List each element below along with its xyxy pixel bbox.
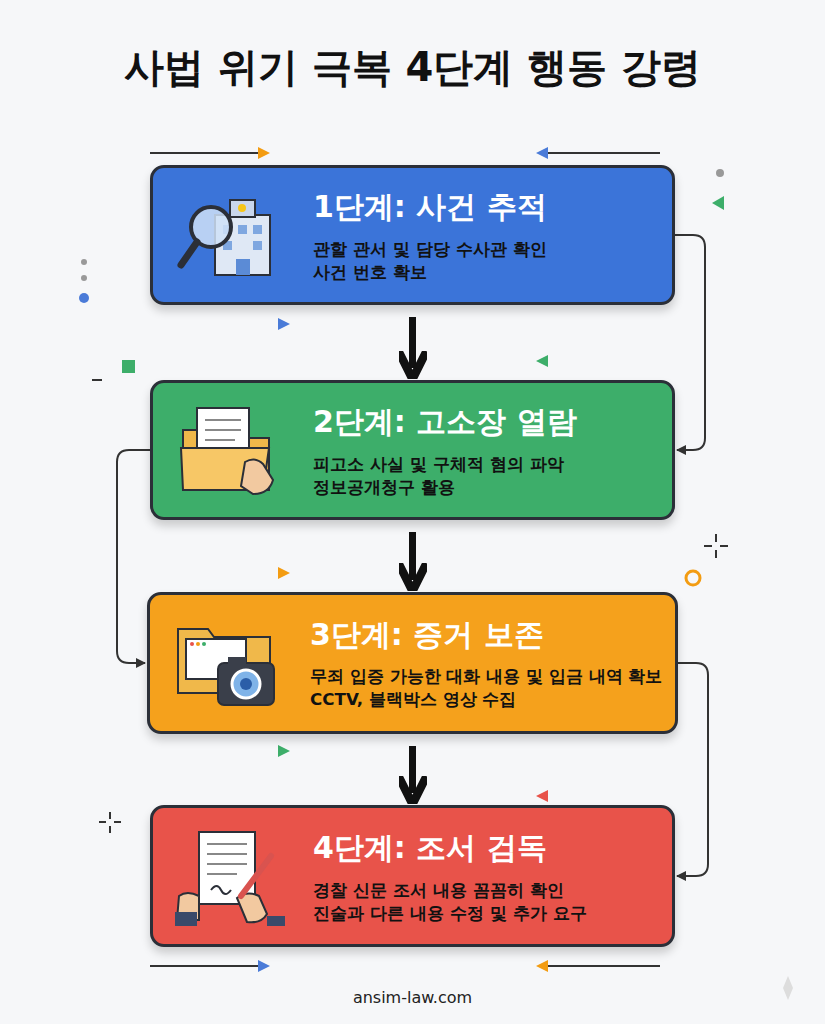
flow-arrow	[409, 746, 416, 793]
step-heading: 1단계: 사건 추적	[313, 187, 547, 228]
step-detail: 관할 관서 및 담당 수사관 확인	[313, 238, 547, 261]
site-label: ansim-law.com	[0, 988, 825, 1007]
diagram-title: 사법 위기 극복 4단계 행동 강령	[0, 40, 825, 95]
step-heading: 4단계: 조서 검독	[313, 828, 587, 869]
folder-document-icon	[175, 400, 285, 500]
side-loop-connector	[675, 235, 705, 450]
scatter-marks	[79, 147, 793, 1000]
step-heading: 3단계: 증거 보존	[310, 615, 662, 656]
step-detail: 사건 번호 확보	[313, 261, 547, 284]
step-detail: 진술과 다른 내용 수정 및 추가 요구	[313, 902, 587, 925]
search-building-icon	[175, 185, 285, 285]
step-detail: 무죄 입증 가능한 대화 내용 및 입금 내역 확보	[310, 666, 662, 689]
step-detail: 피고소 사실 및 구체적 혐의 파악	[313, 453, 577, 476]
step-box: 2단계: 고소장 열람피고소 사실 및 구체적 혐의 파악정보공개청구 활용	[150, 380, 675, 520]
side-loop-connector	[117, 450, 150, 663]
step-box: 3단계: 증거 보존무죄 입증 가능한 대화 내용 및 입금 내역 확보CCTV…	[147, 592, 678, 734]
step-detail: 경찰 신문 조서 내용 꼼꼼히 확인	[313, 879, 587, 902]
step-box: 1단계: 사건 추적관할 관서 및 담당 수사관 확인사건 번호 확보	[150, 165, 675, 305]
step-text: 3단계: 증거 보존무죄 입증 가능한 대화 내용 및 입금 내역 확보CCTV…	[310, 615, 662, 711]
step-detail: CCTV, 블랙박스 영상 수집	[310, 689, 662, 712]
flow-arrow	[409, 532, 416, 580]
step-text: 1단계: 사건 추적관할 관서 및 담당 수사관 확인사건 번호 확보	[313, 187, 547, 284]
flow-arrow	[409, 317, 416, 368]
step-text: 2단계: 고소장 열람피고소 사실 및 구체적 혐의 파악정보공개청구 활용	[313, 402, 577, 499]
step-detail: 정보공개청구 활용	[313, 476, 577, 499]
folder-camera-icon	[172, 613, 282, 713]
step-box: 4단계: 조서 검독경찰 신문 조서 내용 꼼꼼히 확인진술과 다른 내용 수정…	[150, 805, 675, 947]
document-pen-icon	[175, 826, 285, 926]
step-heading: 2단계: 고소장 열람	[313, 402, 577, 443]
step-text: 4단계: 조서 검독경찰 신문 조서 내용 꼼꼼히 확인진술과 다른 내용 수정…	[313, 828, 587, 925]
side-loop-connector	[677, 663, 708, 876]
